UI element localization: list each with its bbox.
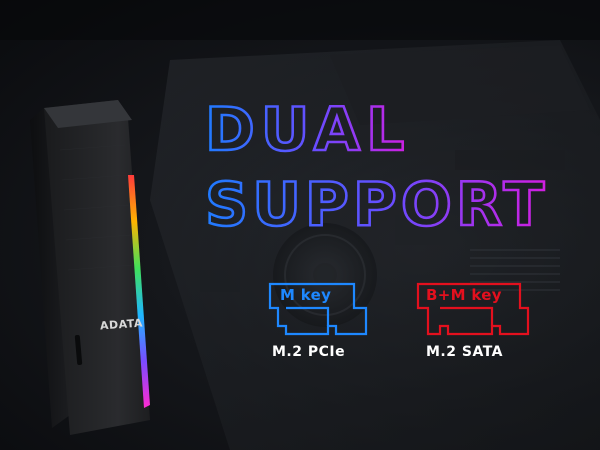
m-key-connector: M key M.2 PCIe (262, 280, 372, 370)
bm-key-caption: M.2 SATA (426, 344, 503, 360)
bm-key-diagram-icon (416, 282, 530, 336)
bm-key-connector: B+M key M.2 SATA (412, 280, 532, 370)
m-key-diagram-icon (268, 282, 368, 336)
m-key-caption: M.2 PCIe (272, 344, 346, 360)
rgb-light-strip (128, 175, 150, 408)
m-key-label: M key (280, 286, 332, 304)
headline: DUAL SUPPORT (204, 94, 548, 242)
bm-key-label: B+M key (426, 286, 502, 304)
headline-line1: DUAL (205, 95, 410, 165)
headline-line2: SUPPORT (205, 170, 548, 240)
